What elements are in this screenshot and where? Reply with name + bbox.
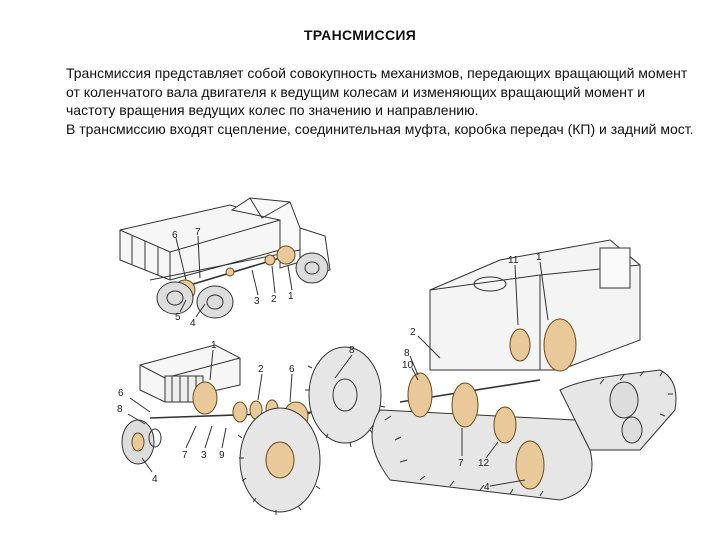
paragraph-definition: Трансмиссия представляет собой совокупно…	[66, 65, 688, 118]
truck-label: 3	[254, 296, 260, 307]
truck-labels: 6 7 5 4 3 2 1	[172, 227, 294, 329]
crawler-labels: 11 1 2 8 10 7 12 4	[402, 252, 542, 493]
tractor-label: 9	[219, 450, 225, 461]
tractor-diagram	[121, 344, 386, 515]
tractor-label: 4	[152, 474, 158, 485]
crawler-diagram	[371, 239, 677, 501]
crawler-label: 7	[458, 458, 464, 469]
crawler-label: 8	[404, 348, 410, 359]
truck-label: 7	[195, 227, 201, 238]
crawler-label: 2	[410, 327, 416, 338]
tractor-label: 7	[182, 450, 188, 461]
tractor-label: 3	[201, 450, 207, 461]
slide-body: Трансмиссия представляет собой совокупно…	[66, 64, 696, 138]
crawler-label: 10	[402, 360, 414, 371]
tractor-label: 8	[349, 345, 355, 356]
tractor-label: 2	[258, 364, 264, 375]
tractor-label: 6	[118, 388, 124, 399]
truck-label: 2	[271, 294, 277, 305]
truck-label: 5	[175, 312, 181, 323]
crawler-label: 4	[484, 482, 490, 493]
tractor-label: 1	[211, 340, 217, 351]
truck-label: 6	[172, 230, 178, 241]
truck-label: 1	[288, 291, 294, 302]
crawler-label: 11	[508, 255, 519, 266]
crawler-label: 12	[478, 458, 490, 469]
crawler-label: 1	[536, 252, 542, 263]
truck-label: 4	[190, 318, 196, 329]
tractor-label: 6	[289, 364, 295, 375]
paragraph-components: В трансмиссию входят сцепление, соединит…	[66, 120, 694, 137]
transmission-illustrations: 6 7 5 4 3 2 1	[117, 197, 677, 515]
tractor-labels: 1 2 6 6 8 7 3 9 4 8	[117, 340, 355, 485]
tractor-label: 8	[117, 404, 123, 415]
slide-title: ТРАНСМИССИЯ	[303, 27, 417, 43]
truck-diagram	[119, 197, 331, 319]
